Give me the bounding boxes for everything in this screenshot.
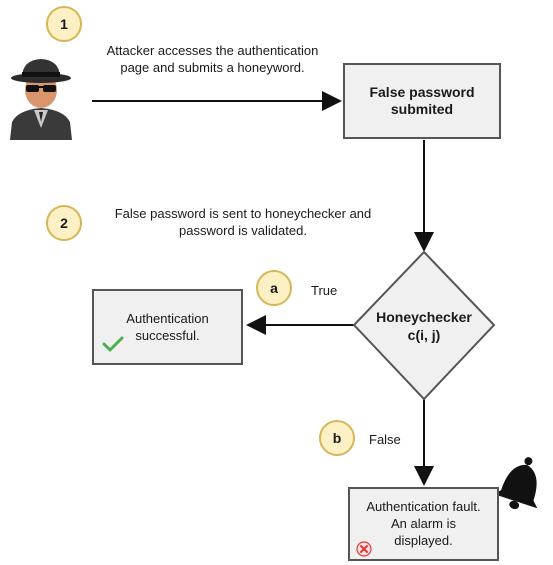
auth-success-label: Authentication successful. <box>126 311 209 343</box>
honeychecker-title: Honeychecker <box>376 309 472 325</box>
branch-b-label: False <box>369 432 401 447</box>
step-1-text: Attacker accesses the authentication pag… <box>106 43 319 75</box>
branch-b-badge: b <box>319 420 355 456</box>
false-password-box: False password submited <box>343 63 501 139</box>
auth-fault-label: Authentication fault. An alarm is displa… <box>366 499 481 548</box>
checkmark-icon <box>102 336 124 352</box>
step-2-text: False password is sent to honeychecker a… <box>114 206 372 238</box>
branch-a-badge: a <box>256 270 292 306</box>
error-x-icon <box>356 541 372 557</box>
hacker-icon <box>10 59 72 140</box>
auth-fault-box: Authentication fault. An alarm is displa… <box>348 487 499 561</box>
auth-success-box: Authentication successful. <box>92 289 243 365</box>
step-1-badge: 1 <box>46 6 82 42</box>
branch-a-label: True <box>311 283 338 298</box>
false-password-label: False password submited <box>369 84 475 117</box>
honeychecker-function: c(i, j) <box>407 327 441 343</box>
bell-icon <box>493 457 538 510</box>
honeychecker-label: Honeychecker c(i, j) <box>364 308 484 344</box>
honeychecker-diamond <box>352 250 496 401</box>
step-2-badge: 2 <box>46 205 82 241</box>
